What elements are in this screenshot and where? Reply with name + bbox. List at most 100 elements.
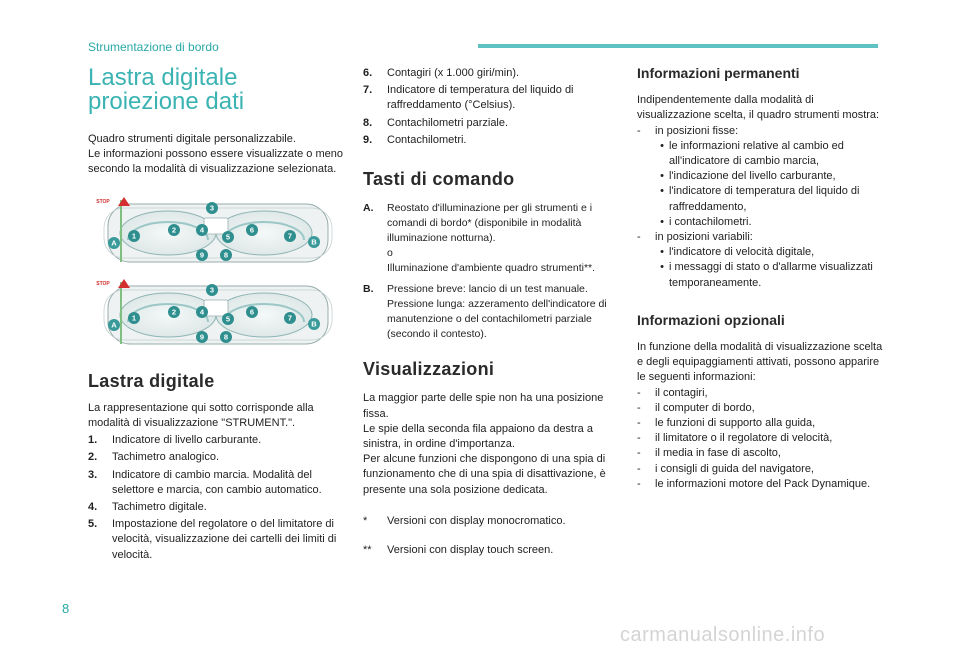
- callout-marker: [222, 231, 234, 243]
- list-item: 3.Indicatore di cambio marcia. Modalità …: [88, 468, 322, 496]
- list-item: 4.Tachimetro digitale.: [88, 501, 207, 514]
- lastra-intro: La rappresentazione qui sotto corrispond…: [88, 401, 314, 430]
- section-title-visualizzazioni: Visualizzazioni: [363, 359, 495, 380]
- bullet-item: •i messaggi di stato o d'allarme visuali…: [660, 261, 873, 289]
- callout-label: 9: [200, 333, 204, 342]
- callout-marker: [206, 202, 218, 214]
- list-item: - in posizioni fisse: •le informazioni r…: [637, 124, 887, 230]
- warning-triangle-icon: [118, 279, 130, 288]
- list-item: 2.Tachimetro analogico.: [88, 451, 220, 464]
- callout-marker: [196, 224, 208, 236]
- callout-marker: [284, 230, 296, 242]
- callout-label: 7: [288, 232, 292, 241]
- vis-para-3: Per alcune funzioni che dispongono di un…: [363, 453, 606, 496]
- callout-label: 9: [200, 251, 204, 260]
- callout-label: 1: [132, 232, 136, 241]
- section-title-lastra-digitale: Lastra digitale: [88, 370, 215, 391]
- callout-label: 8: [224, 251, 228, 260]
- callout-marker: [128, 230, 140, 242]
- callout-label: 5: [226, 315, 230, 324]
- cluster-top: STOP: [96, 196, 333, 263]
- vis-para-2: Le spie della seconda fila appaiono da d…: [363, 422, 593, 451]
- list-item: - in posizioni variabili: •l'indicatore …: [637, 230, 887, 291]
- callout-marker: [168, 224, 180, 236]
- watermark: carmanualsonline.info: [620, 624, 826, 646]
- list-item: -le informazioni motore del Pack Dynamiq…: [637, 477, 871, 490]
- header-rule: [478, 44, 878, 48]
- vis-para-1: La maggior parte delle spie non ha una p…: [363, 392, 604, 420]
- section-title-tasti: Tasti di comando: [363, 169, 515, 190]
- callout-marker: [246, 224, 258, 236]
- page-title: Lastra digitale proiezione dati: [88, 64, 245, 115]
- list-item: 1.Indicatore di livello carburante.: [88, 434, 262, 447]
- fisse-list: •le informazioni relative al cambio ed a…: [655, 139, 887, 230]
- callout-label: B: [311, 238, 317, 247]
- column-3: Informazioni permanenti Indipendentement…: [637, 65, 887, 492]
- callout-label: 8: [224, 333, 228, 342]
- bullet-item: •l'indicatore di temperatura del liquido…: [660, 185, 860, 213]
- intro-line-1: Quadro strumenti digitale personalizzabi…: [88, 133, 296, 145]
- callout-label: 4: [200, 308, 205, 317]
- callout-label: 6: [250, 308, 254, 317]
- warning-triangle-icon: [118, 197, 130, 206]
- section-title-permanenti: Informazioni permanenti: [637, 65, 800, 81]
- stop-label: STOP: [96, 199, 110, 205]
- list-item: -il computer di bordo,: [637, 401, 755, 414]
- column-2: 6.Contagiri (x 1.000 giri/min). 7.Indica…: [363, 66, 618, 558]
- callout-marker: [108, 237, 120, 249]
- perm-intro: Indipendentemente dalla modalità di visu…: [637, 94, 880, 122]
- callout-marker: [246, 306, 258, 318]
- stop-label: STOP: [96, 281, 110, 287]
- callout-label: 2: [172, 308, 176, 317]
- opt-list: -il contagiri, -il computer di bordo, -l…: [637, 386, 887, 492]
- callout-label: 5: [226, 233, 230, 242]
- callout-label: 2: [172, 226, 176, 235]
- callout-label: 3: [210, 286, 214, 295]
- callout-marker: [196, 306, 208, 318]
- callout-label: 1: [132, 314, 136, 323]
- list-item: -le funzioni di supporto alla guida,: [637, 417, 816, 430]
- footnote: * Versioni con display monocromatico.: [363, 514, 566, 527]
- list-item: -il contagiri,: [637, 386, 708, 399]
- footnote: ** Versioni con display touch screen.: [363, 544, 554, 557]
- variabili-list: •l'indicatore di velocità digitale, •i m…: [655, 245, 887, 291]
- list-item: 5.Impostazione del regolatore o del limi…: [88, 518, 337, 561]
- list-item: -il media in fase di ascolto,: [637, 447, 781, 460]
- bullet-item: •l'indicatore di velocità digitale,: [660, 246, 815, 259]
- callout-marker: [196, 331, 208, 343]
- callout-label: 6: [250, 226, 254, 235]
- callout-label: 3: [210, 204, 214, 213]
- list-item: -il limitatore o il regolatore di veloci…: [637, 432, 833, 445]
- callout-marker: [222, 313, 234, 325]
- callout-label: A: [111, 321, 117, 330]
- callout-marker: [196, 249, 208, 261]
- list-item: 6.Contagiri (x 1.000 giri/min).: [363, 67, 520, 79]
- list-item: 8.Contachilometri parziale.: [363, 116, 509, 129]
- callout-label: A: [111, 239, 117, 248]
- list-item: A. Reostato d'illuminazione per gli stru…: [363, 202, 596, 275]
- callout-label: 7: [288, 314, 292, 323]
- callout-marker: [308, 318, 320, 330]
- opt-intro: In funzione della modalità di visualizza…: [637, 341, 883, 384]
- callout-marker: [220, 249, 232, 261]
- lastra-items-continued: 6.Contagiri (x 1.000 giri/min). 7.Indica…: [363, 66, 618, 148]
- callout-marker: [128, 312, 140, 324]
- running-header: Strumentazione di bordo: [88, 40, 219, 54]
- callout-label: 4: [200, 226, 205, 235]
- page-number: 8: [62, 601, 70, 616]
- lastra-items: 1.Indicatore di livello carburante. 2.Ta…: [88, 433, 343, 563]
- stop-label-bg: [96, 196, 110, 204]
- bullet-item: •i contachilometri.: [660, 215, 752, 228]
- callout-marker: [168, 306, 180, 318]
- perm-list: - in posizioni fisse: •le informazioni r…: [637, 124, 887, 291]
- tasti-list: A. Reostato d'illuminazione per gli stru…: [363, 201, 618, 342]
- bullet-item: •le informazioni relative al cambio ed a…: [660, 139, 844, 168]
- callout-label: B: [311, 320, 317, 329]
- column-1: Lastra digitale proiezione dati Quadro s…: [88, 66, 343, 563]
- list-item: 7.Indicatore di temperatura del liquido …: [363, 84, 574, 112]
- bullet-item: •l'indicazione del livello carburante,: [660, 170, 836, 183]
- callout-marker: [308, 236, 320, 248]
- callout-marker: [108, 319, 120, 331]
